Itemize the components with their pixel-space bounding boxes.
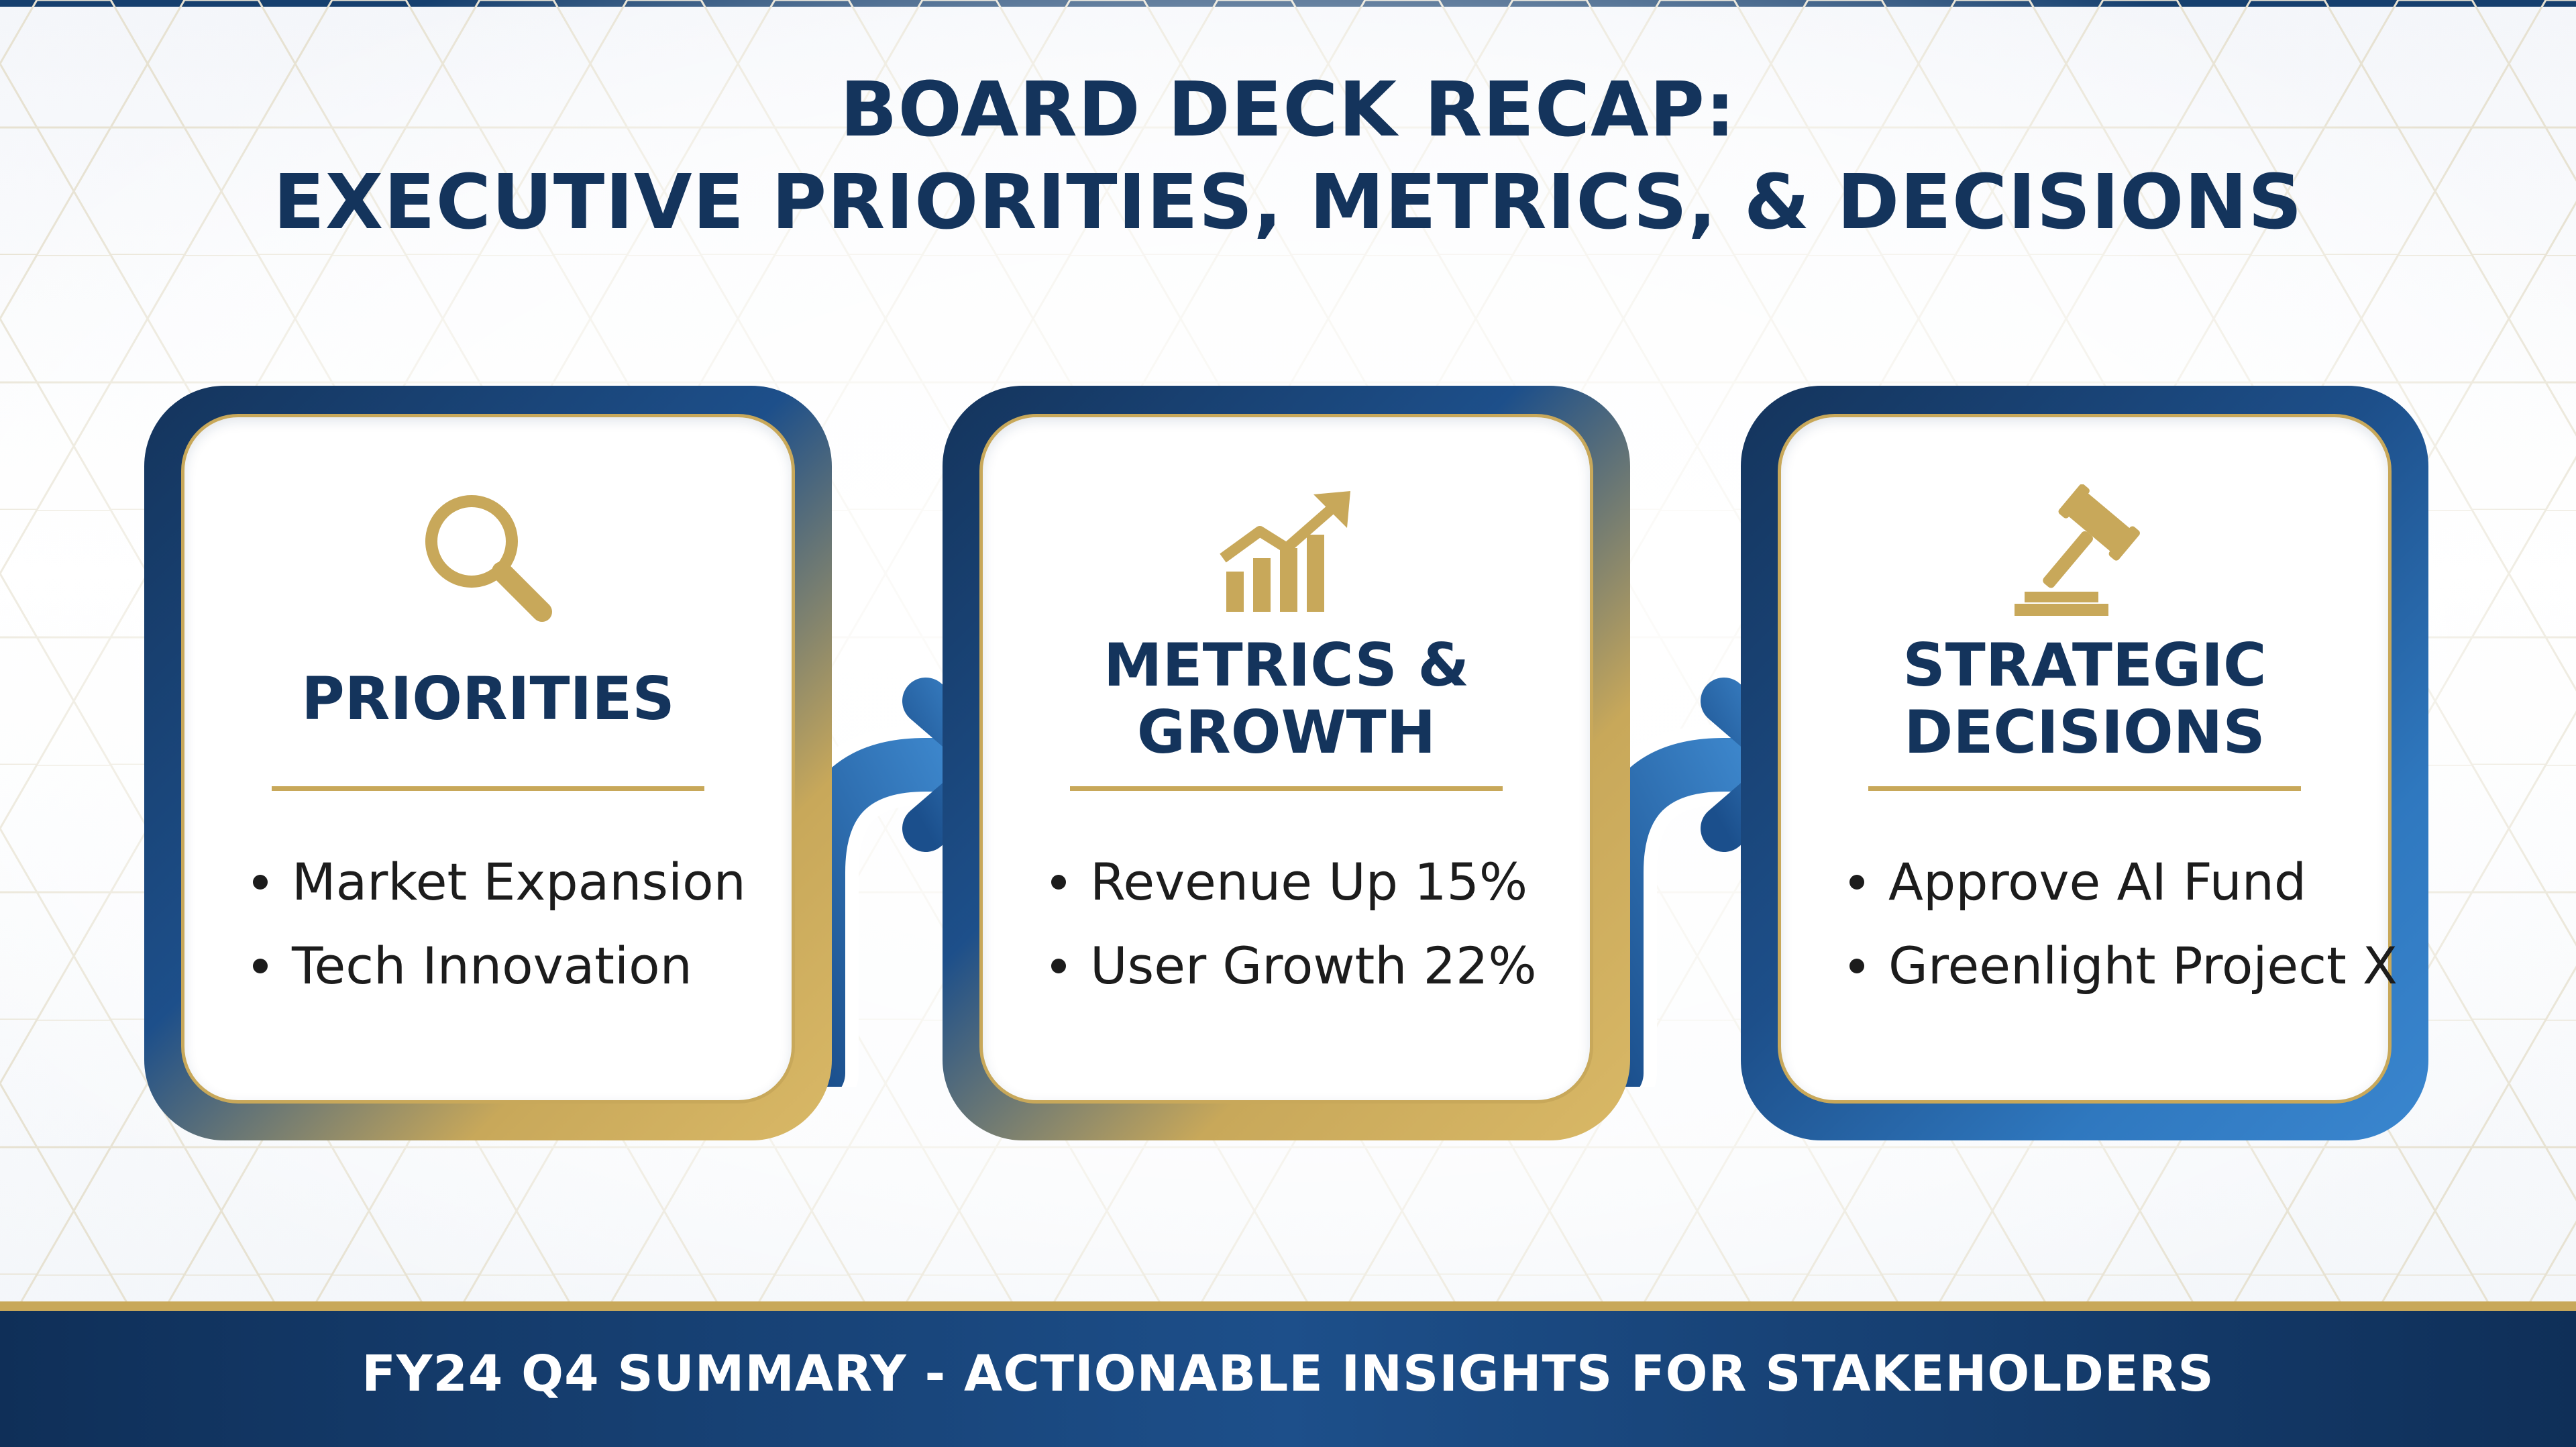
bullet-item: Revenue Up 15% [1043, 840, 1570, 924]
bullet-list: Market Expansion Tech Innovation [245, 840, 771, 1008]
card-body: PRIORITIES Market Expansion Tech Innovat… [181, 414, 795, 1104]
card-divider [1868, 786, 2301, 791]
bullet-list: Revenue Up 15% User Growth 22% [1043, 840, 1570, 1008]
card-divider [1070, 786, 1503, 791]
card-title: STRATEGIC DECISIONS [1781, 632, 2388, 766]
bullet-item: Approve AI Fund [1841, 840, 2368, 924]
bullet-item: Tech Innovation [245, 924, 771, 1008]
card-title-line: PRIORITIES [301, 664, 675, 733]
card-strategic-decisions: STRATEGIC DECISIONS Approve AI Fund Gree… [1741, 386, 2428, 1140]
page-title: BOARD DECK RECAP: EXECUTIVE PRIORITIES, … [0, 64, 2576, 249]
card-body: STRATEGIC DECISIONS Approve AI Fund Gree… [1778, 414, 2398, 1104]
card-metrics-growth: METRICS & GROWTH Revenue Up 15% User Gro… [943, 386, 1630, 1140]
card-title-line: STRATEGIC [1902, 631, 2267, 700]
magnifying-glass-icon [425, 495, 552, 622]
growth-chart-icon [1219, 491, 1350, 612]
footer-text: FY24 Q4 SUMMARY - ACTIONABLE INSIGHTS FO… [362, 1345, 2214, 1403]
footer-banner: FY24 Q4 SUMMARY - ACTIONABLE INSIGHTS FO… [0, 1301, 2576, 1447]
card-priorities: PRIORITIES Market Expansion Tech Innovat… [144, 386, 832, 1140]
title-line-1: BOARD DECK RECAP: [840, 66, 1736, 154]
card-title: METRICS & GROWTH [983, 632, 1590, 766]
card-title-line: GROWTH [1136, 698, 1436, 767]
bullet-item: Greenlight Project X [1841, 924, 2398, 1008]
gavel-icon [2014, 484, 2140, 616]
bullet-list: Approve AI Fund Greenlight Project X [1841, 840, 2398, 1008]
card-body: METRICS & GROWTH Revenue Up 15% User Gro… [979, 414, 1593, 1104]
title-line-2: EXECUTIVE PRIORITIES, METRICS, & DECISIO… [273, 159, 2303, 246]
card-title-line: DECISIONS [1904, 698, 2265, 767]
card-title-line: METRICS & [1103, 631, 1470, 700]
card-title: PRIORITIES [184, 665, 792, 733]
bullet-item: User Growth 22% [1043, 924, 1570, 1008]
card-divider [272, 786, 704, 791]
bullet-item: Market Expansion [245, 840, 771, 924]
